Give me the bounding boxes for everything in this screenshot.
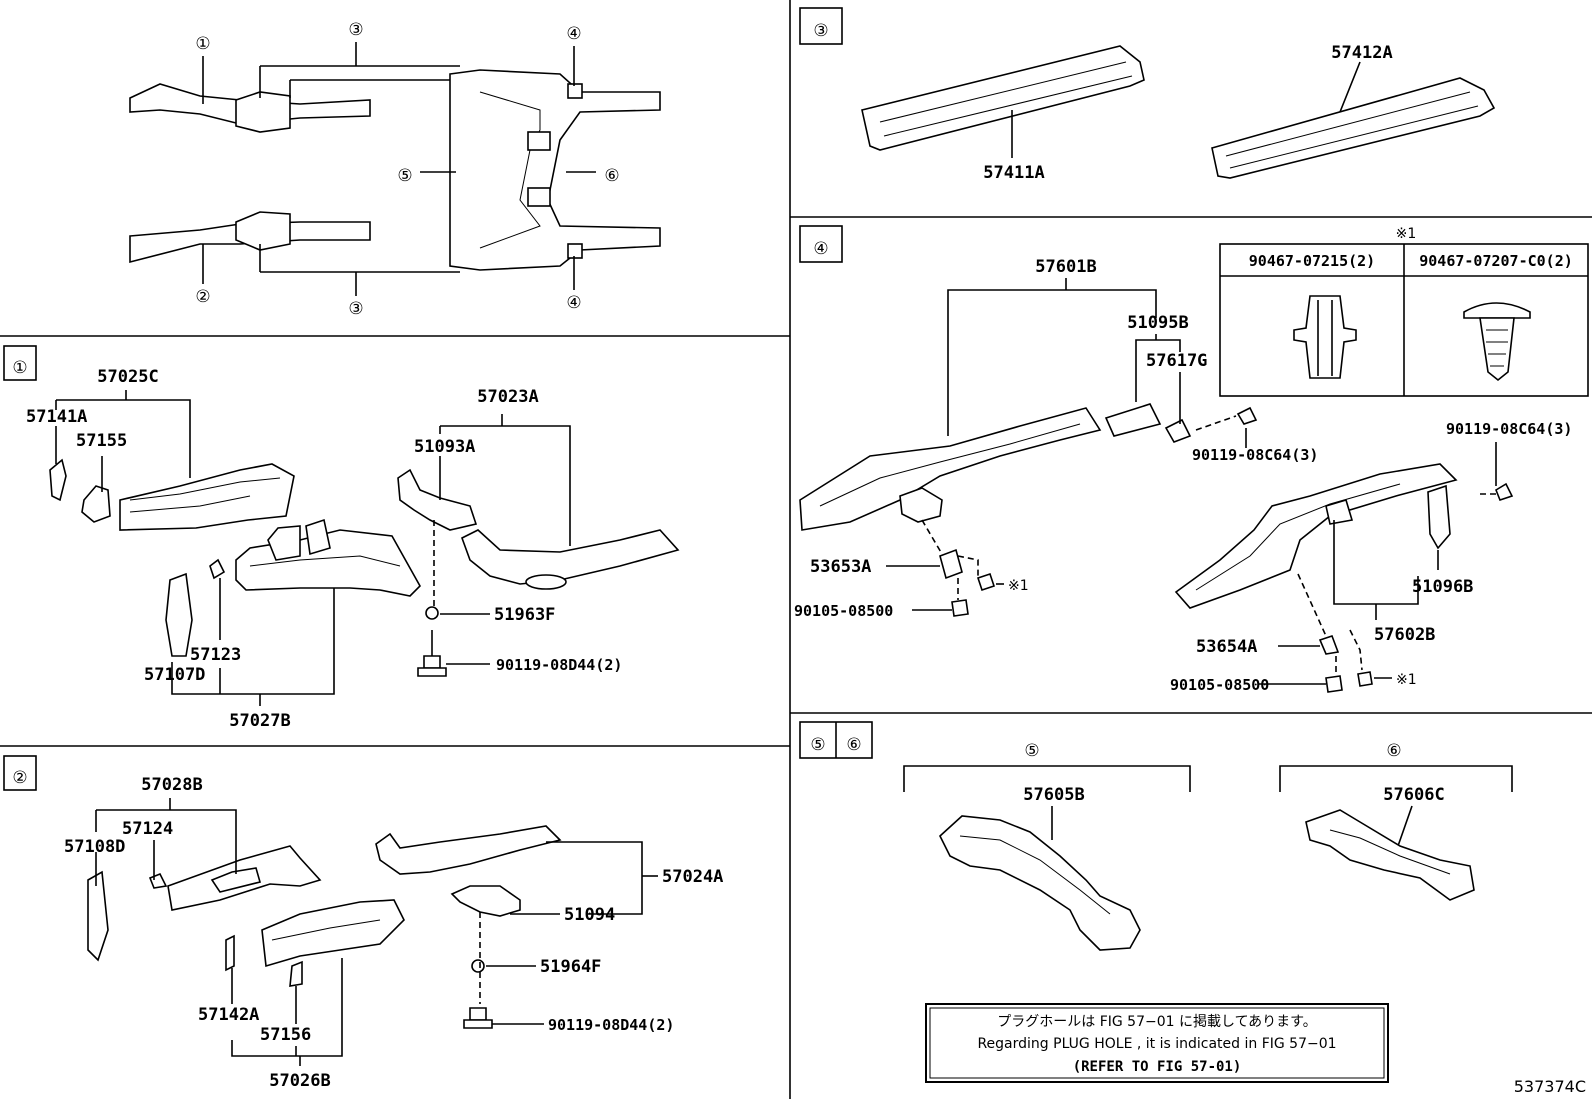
label-90119-08D44-1: 90119-08D44(2) [496, 656, 622, 674]
ref-note-1-a: ※1 [1008, 578, 1029, 594]
label-57025C: 57025C [97, 367, 158, 387]
label-57023A: 57023A [477, 387, 538, 407]
clip-label-90467-07207-C0: 90467-07207-C0(2) [1419, 252, 1573, 270]
label-57606C: 57606C [1383, 785, 1444, 805]
overview-frame [129, 65, 661, 273]
svg-text:④: ④ [813, 239, 828, 259]
overview-marker-3-bottom: ③ [348, 299, 363, 319]
section-3-header: ③ [799, 7, 843, 45]
label-57156: 57156 [260, 1025, 311, 1045]
label-57028B: 57028B [141, 775, 202, 795]
label-51096B: 51096B [1412, 577, 1473, 597]
label-51095B: 51095B [1127, 313, 1188, 333]
section-2-header: ② [3, 755, 37, 791]
label-57142A: 57142A [198, 1005, 259, 1025]
label-90119-08C64-a: 90119-08C64(3) [1192, 446, 1318, 464]
label-57123: 57123 [190, 645, 241, 665]
label-90105-08500-b: 90105-08500 [1170, 676, 1269, 694]
section-4-header: ④ [799, 225, 843, 263]
ref-note-1-b: ※1 [1396, 672, 1417, 688]
label-57411A: 57411A [983, 163, 1044, 183]
clip-table [1219, 243, 1589, 397]
label-57141A: 57141A [26, 407, 87, 427]
section-4-drawings [799, 403, 1514, 693]
clip-note-mark: ※1 [1396, 226, 1417, 242]
note-reference: (REFER TO FIG 57-01) [1073, 1059, 1242, 1075]
plug-hole-note: プラグホールは FIG 57−01 に掲載してあります。 Regarding P… [925, 1003, 1389, 1083]
label-57108D: 57108D [64, 837, 125, 857]
overview-marker-1: ① [195, 34, 210, 54]
note-english: Regarding PLUG HOLE , it is indicated in… [977, 1036, 1336, 1052]
catalog-id: 537374C [1514, 1077, 1586, 1096]
section-6-marker: ⑥ [1386, 741, 1401, 761]
overview-marker-5: ⑤ [397, 166, 412, 186]
label-51094: 51094 [564, 905, 615, 925]
note-japanese: プラグホールは FIG 57−01 に掲載してあります。 [997, 1014, 1317, 1030]
section-3-leaders [1011, 61, 1361, 158]
clip-label-90467-07215: 90467-07215(2) [1249, 252, 1375, 270]
label-57155: 57155 [76, 431, 127, 451]
section-1-leaders [55, 390, 571, 706]
overview-leaders [202, 42, 596, 296]
svg-text:⑥: ⑥ [846, 735, 861, 755]
section-1-header: ① [3, 345, 37, 381]
overview-marker-4-bottom: ④ [566, 293, 581, 313]
label-57617G: 57617G [1146, 351, 1207, 371]
label-53653A: 53653A [810, 557, 871, 577]
section-5-marker: ⑤ [1024, 741, 1039, 761]
label-57412A: 57412A [1331, 43, 1392, 63]
section-2-drawings [87, 825, 562, 1029]
label-57024A: 57024A [662, 867, 723, 887]
label-51963F: 51963F [494, 605, 555, 625]
overview-marker-6: ⑥ [604, 166, 619, 186]
overview-marker-2: ② [195, 287, 210, 307]
label-90119-08D44-2: 90119-08D44(2) [548, 1016, 674, 1034]
label-57602B: 57602B [1374, 625, 1435, 645]
overview-marker-3-top: ③ [348, 20, 363, 40]
label-51093A: 51093A [414, 437, 475, 457]
label-57605B: 57605B [1023, 785, 1084, 805]
label-53654A: 53654A [1196, 637, 1257, 657]
label-90119-08C64-b: 90119-08C64(3) [1446, 420, 1572, 438]
label-57107D: 57107D [144, 665, 205, 685]
label-57026B: 57026B [269, 1071, 330, 1091]
label-90105-08500-a: 90105-08500 [794, 602, 893, 620]
section-56-drawings [903, 765, 1513, 951]
overview-marker-4-top: ④ [566, 24, 581, 44]
label-57124: 57124 [122, 819, 173, 839]
label-57601B: 57601B [1035, 257, 1096, 277]
section-56-header: ⑤ ⑥ [799, 721, 873, 759]
section-2-leaders [95, 798, 658, 1066]
section-4-leaders [886, 278, 1497, 685]
svg-text:②: ② [12, 768, 27, 788]
svg-text:①: ① [12, 358, 27, 378]
svg-text:③: ③ [813, 21, 828, 41]
section-3-drawings [861, 45, 1496, 179]
label-57027B: 57027B [229, 711, 290, 731]
svg-text:⑤: ⑤ [810, 735, 825, 755]
label-51964F: 51964F [540, 957, 601, 977]
section-1-drawings [49, 458, 680, 677]
